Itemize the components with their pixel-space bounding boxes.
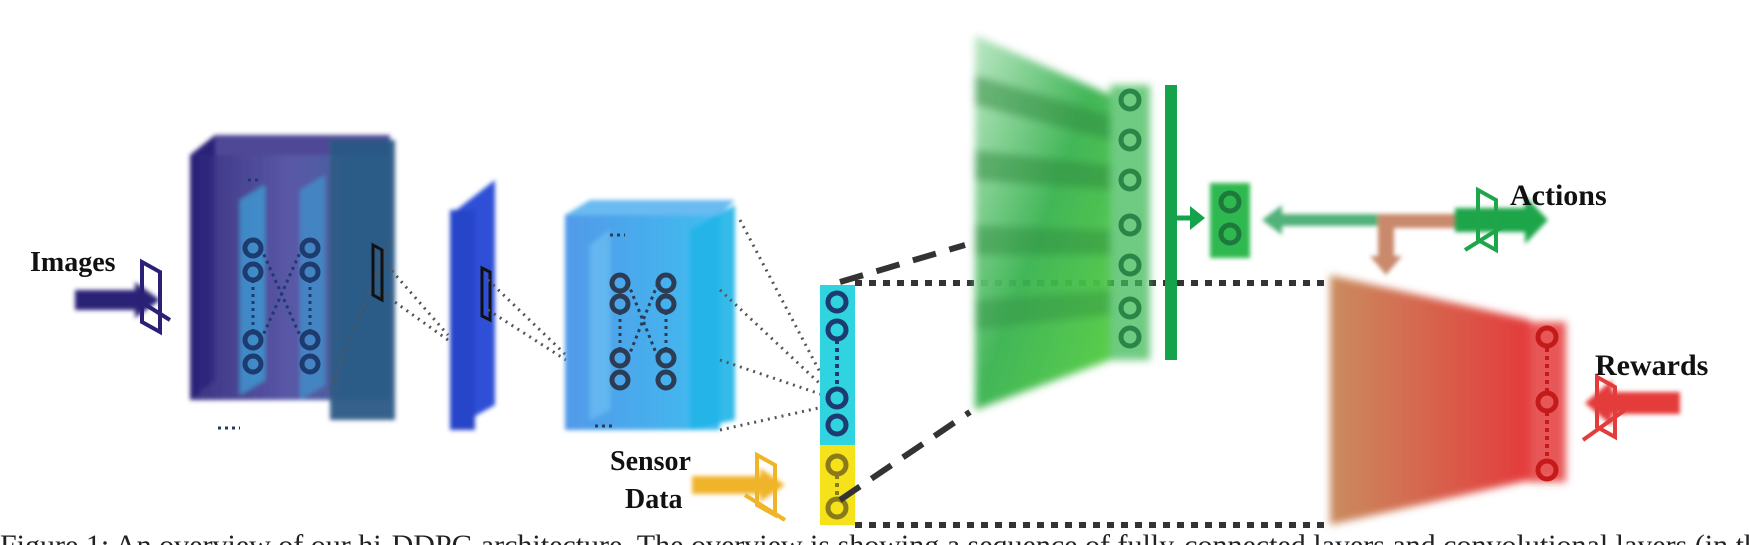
sensor-neurons bbox=[825, 453, 849, 520]
conv-block-2 bbox=[450, 180, 495, 430]
feature-neurons bbox=[825, 290, 849, 437]
conv-block-1 bbox=[190, 135, 395, 420]
rewards-label: Rewards bbox=[1595, 349, 1708, 382]
conv1-filter-icon bbox=[371, 242, 384, 303]
conv-block-3 bbox=[565, 200, 735, 430]
actions-arrow-icon bbox=[1455, 196, 1548, 244]
feature-vector bbox=[820, 285, 855, 525]
action-to-critic-arrow-icon bbox=[1262, 205, 1465, 275]
sensor-label-line2: Data bbox=[625, 484, 683, 515]
actor-to-action-arrow-icon bbox=[1177, 206, 1205, 230]
action-neuron-box bbox=[1210, 183, 1250, 258]
actions-output-group: Actions bbox=[1455, 179, 1607, 254]
actions-label: Actions bbox=[1510, 179, 1607, 212]
figure-caption: Figure 1: An overview of our hi-DDPG arc… bbox=[0, 529, 1749, 545]
conv1-to-conv2-dotted bbox=[328, 239, 450, 391]
actor-network bbox=[975, 35, 1150, 410]
images-input-group: Images bbox=[30, 247, 172, 336]
conv3-connections bbox=[595, 233, 668, 428]
rewards-group: Rewards bbox=[1581, 349, 1708, 442]
conv2-to-conv3-dotted bbox=[486, 278, 568, 362]
critic-neurons bbox=[1535, 325, 1559, 482]
images-plane-icon bbox=[128, 258, 172, 336]
vector-to-critic-dotted bbox=[855, 280, 1330, 528]
conv2-filter-icon bbox=[480, 265, 492, 323]
sensor-label-line1: Sensor bbox=[610, 446, 691, 477]
sensor-input-group: Sensor Data bbox=[610, 446, 787, 522]
rewards-plane-icon bbox=[1581, 373, 1627, 442]
actor-neurons bbox=[1118, 88, 1142, 349]
conv3-to-flatten-dotted bbox=[718, 219, 834, 432]
conv1-connections bbox=[218, 178, 312, 430]
critic-network bbox=[1330, 275, 1566, 525]
actor-output-bar bbox=[1165, 85, 1177, 360]
sensor-plane-icon bbox=[743, 451, 787, 522]
sensor-arrow-icon bbox=[692, 468, 785, 502]
images-arrow-icon bbox=[75, 282, 160, 318]
vector-to-actor-dashed bbox=[838, 242, 972, 503]
actions-plane-icon bbox=[1463, 186, 1507, 254]
rewards-arrow-icon bbox=[1585, 380, 1680, 426]
images-label: Images bbox=[30, 247, 116, 278]
